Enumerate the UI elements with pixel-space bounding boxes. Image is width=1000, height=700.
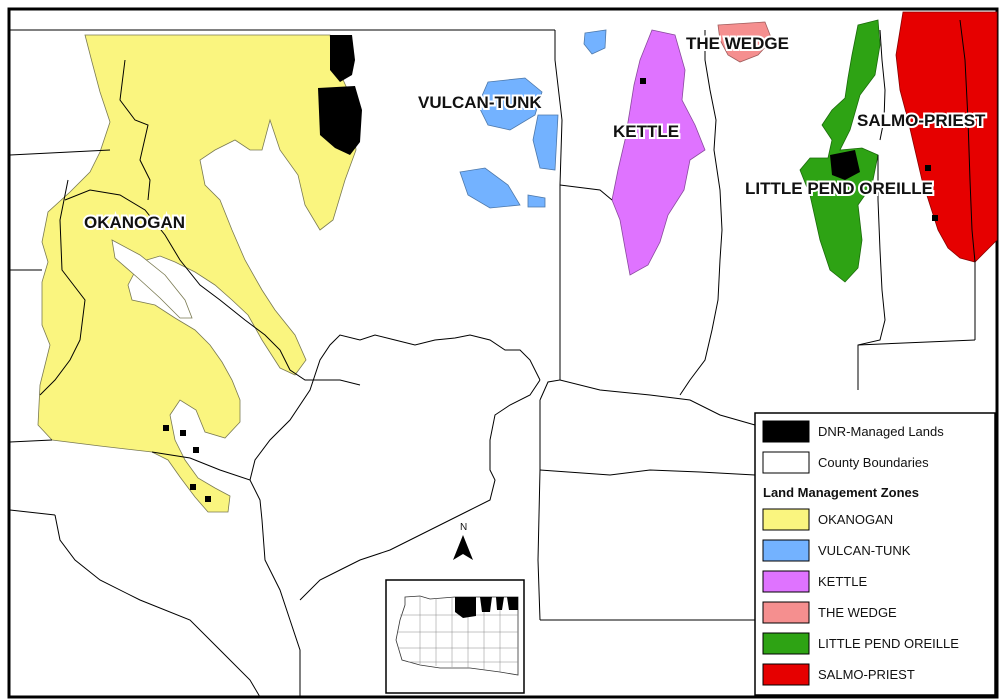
zone-vulcan-tunk-area <box>527 194 546 208</box>
zone-label-little-pend-oreille: LITTLE PEND OREILLE <box>745 179 933 198</box>
legend-swatch-little-pend-oreille <box>762 632 810 655</box>
dnr-area <box>193 447 199 453</box>
zone-the-wedge-area <box>717 21 773 63</box>
dnr-area <box>640 78 646 84</box>
legend-label-vulcan-tunk: VULCAN-TUNK <box>818 543 911 558</box>
legend-label-the-wedge: THE WEDGE <box>818 605 897 620</box>
zone-label-okanogan: OKANOGAN <box>84 213 185 232</box>
dnr-area <box>830 150 860 180</box>
legend-label-okanogan: OKANOGAN <box>818 512 893 527</box>
north-arrow-label: N <box>460 522 467 533</box>
legend-label-kettle: KETTLE <box>818 574 867 589</box>
legend-label-county: County Boundaries <box>818 455 929 470</box>
north-arrow-icon <box>453 535 473 560</box>
dnr-area <box>163 425 169 431</box>
zone-label-kettle: KETTLE <box>613 122 679 141</box>
north-arrow: N <box>453 522 473 560</box>
zone-vulcan-tunk-area <box>477 77 543 131</box>
legend: DNR-Managed Lands County Boundaries Land… <box>754 412 996 696</box>
legend-heading: Land Management Zones <box>763 485 919 500</box>
dnr-area <box>318 86 362 155</box>
county-boundaries <box>9 19 976 698</box>
dnr-area <box>330 35 355 82</box>
inset-highlight-region <box>496 597 504 610</box>
inset-map <box>385 579 525 694</box>
legend-label-salmo-priest: SALMO-PRIEST <box>818 667 915 682</box>
legend-label-little-pend-oreille: LITTLE PEND OREILLE <box>818 636 959 651</box>
lake-shape <box>111 239 193 319</box>
dnr-area <box>180 430 186 436</box>
legend-swatch-county <box>762 451 810 474</box>
zone-label-vulcan-tunk: VULCAN-TUNK <box>418 93 542 112</box>
zone-vulcan-tunk-area <box>583 29 607 55</box>
inset-highlight-region <box>455 597 476 618</box>
zone-label-the-wedge: THE WEDGE <box>686 34 789 53</box>
inset-highlight-region <box>507 597 518 610</box>
dnr-area <box>205 496 211 502</box>
dnr-area <box>190 484 196 490</box>
inset-highlight-region <box>480 597 492 612</box>
legend-label-dnr: DNR-Managed Lands <box>818 424 944 439</box>
zone-okanogan-area <box>37 34 357 513</box>
legend-swatch-salmo-priest <box>762 663 810 686</box>
dnr-area <box>925 165 931 171</box>
legend-swatch-okanogan <box>762 508 810 531</box>
zone-label-salmo-priest: SALMO-PRIEST <box>857 111 986 130</box>
dnr-area <box>932 215 938 221</box>
zone-little-pend-oreille-area <box>799 19 881 283</box>
legend-swatch-kettle <box>762 570 810 593</box>
legend-swatch-the-wedge <box>762 601 810 624</box>
zone-vulcan-tunk-area <box>532 114 559 171</box>
inset-state-outline <box>395 595 519 676</box>
zone-vulcan-tunk-area <box>459 167 521 209</box>
legend-swatch-vulcan-tunk <box>762 539 810 562</box>
zone-kettle-area <box>611 29 706 276</box>
legend-swatch-dnr <box>762 420 810 443</box>
